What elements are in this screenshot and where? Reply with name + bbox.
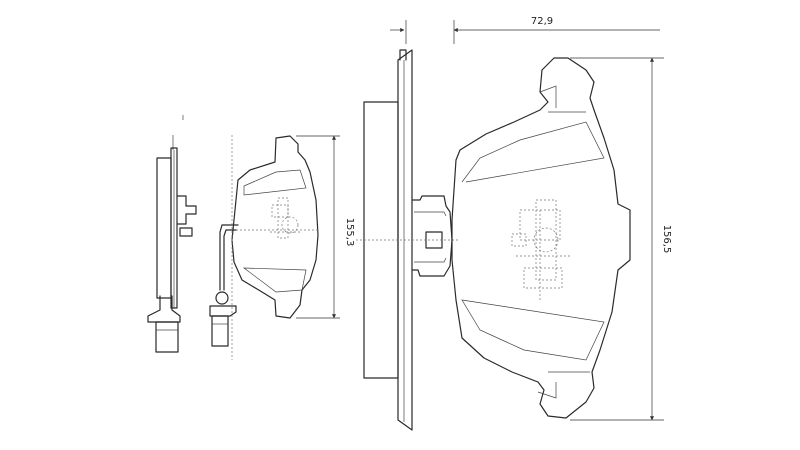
large-pad-front-view [451, 57, 631, 419]
dimension-large-height: 156,5 [570, 57, 672, 421]
dimension-small-height: 155,3 [296, 135, 355, 319]
backplate-side-view [356, 49, 460, 431]
dimension-width: 72,9 [390, 16, 660, 44]
dimension-label-156-5: 156,5 [661, 225, 672, 254]
small-pad-front-view [209, 135, 320, 360]
wear-sensor-side-view [147, 115, 197, 353]
dimension-label-72-9: 72,9 [531, 16, 553, 27]
dimension-label-155-3: 155,3 [344, 218, 355, 247]
